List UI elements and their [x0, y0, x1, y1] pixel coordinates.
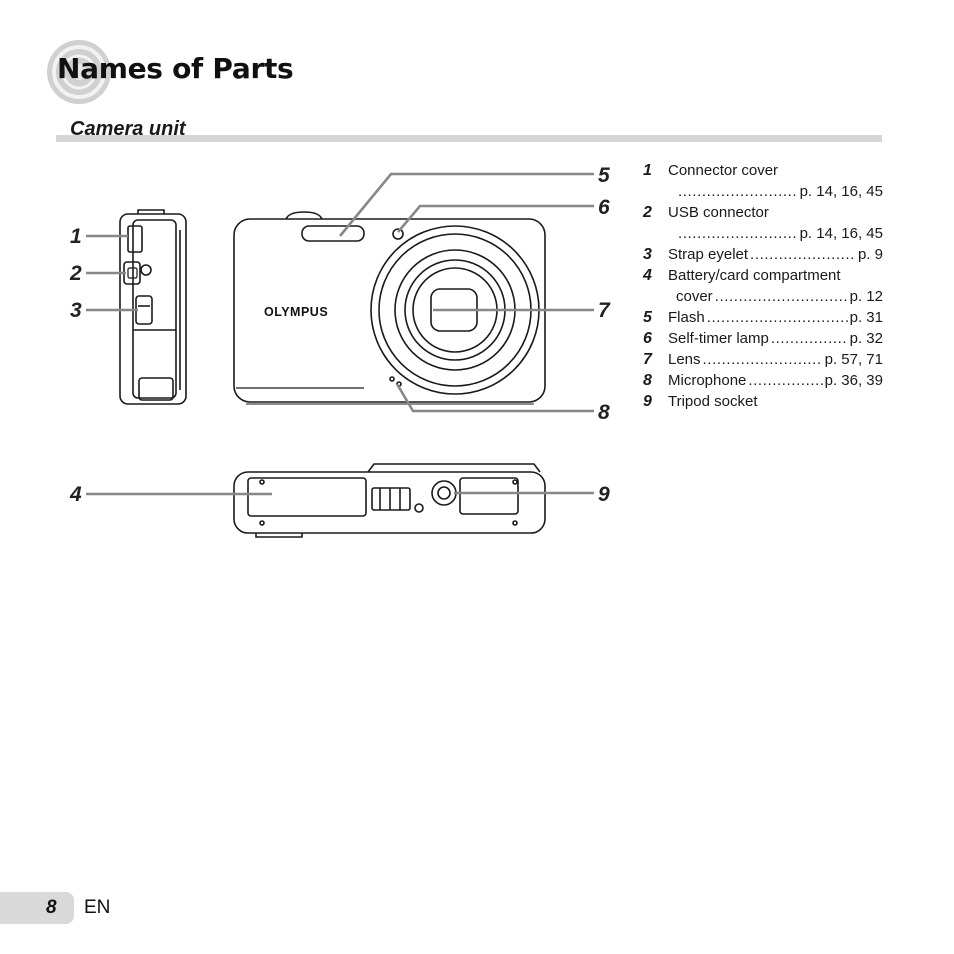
part-label-continued: cover	[676, 288, 713, 305]
part-label: USB connector	[668, 204, 769, 221]
page-tab	[0, 892, 74, 924]
leader-dots	[678, 223, 798, 244]
page-reference: p. 9	[857, 246, 883, 263]
part-number: 3	[643, 246, 652, 263]
part-number: 8	[643, 372, 652, 389]
leader-dots	[748, 370, 822, 391]
leader-dots	[750, 244, 856, 265]
section-circle-icon	[47, 40, 111, 104]
part-item-lens: 7 Lens p. 57, 71	[640, 349, 883, 370]
language-code: EN	[84, 897, 111, 918]
page-reference: p. 31	[849, 309, 883, 326]
part-label: Battery/card compartment	[668, 267, 841, 284]
part-item-usb-connector: 2 USB connector p. 14, 16, 45	[640, 202, 883, 244]
callout-2: 2	[69, 262, 82, 285]
leader-dots	[707, 307, 848, 328]
callout-4: 4	[69, 483, 82, 506]
callout-5: 5	[598, 164, 610, 187]
part-number: 4	[643, 267, 652, 284]
page-title: Names of Parts	[57, 52, 294, 85]
leader-line-5	[338, 172, 594, 237]
callout-8: 8	[598, 401, 610, 424]
page-reference: p. 36, 39	[824, 372, 883, 389]
callout-6: 6	[598, 196, 610, 219]
callout-3: 3	[70, 299, 82, 322]
section-heading: Camera unit	[70, 118, 186, 140]
part-item-microphone: 8 Microphone p. 36, 39	[640, 370, 883, 391]
part-number: 1	[643, 162, 652, 179]
part-number: 6	[643, 330, 652, 347]
leader-dots	[771, 328, 848, 349]
camera-side-view	[119, 209, 187, 405]
part-item-flash: 5 Flash p. 31	[640, 307, 883, 328]
callout-7: 7	[598, 299, 611, 322]
part-label: Microphone	[668, 372, 747, 389]
part-item-self-timer-lamp: 6 Self-timer lamp p. 32	[640, 328, 883, 349]
page-reference: p. 14, 16, 45	[799, 225, 883, 242]
page-reference: p. 57, 71	[824, 351, 883, 368]
leader-dots	[703, 349, 823, 370]
camera-bottom-view	[233, 463, 546, 538]
page-reference: p. 32	[849, 330, 883, 347]
page-reference: p. 12	[849, 288, 883, 305]
part-label: Lens	[668, 351, 701, 368]
page-number: 8	[46, 897, 57, 918]
leader-dots	[715, 286, 848, 307]
brand-logo: OLYMPUS	[264, 305, 328, 319]
part-label: Flash	[668, 309, 705, 326]
section-divider	[56, 135, 882, 142]
callout-1: 1	[70, 225, 82, 248]
part-item-battery-card-cover: 4 Battery/card compartment cover p. 12	[640, 265, 883, 307]
leader-line-8	[395, 383, 594, 413]
part-item-tripod-socket: 9 Tripod socket	[640, 391, 883, 412]
callout-9: 9	[598, 483, 610, 506]
parts-list: 1 Connector cover p. 14, 16, 45 2 USB co…	[640, 160, 883, 412]
part-number: 9	[643, 393, 652, 410]
part-label: Self-timer lamp	[668, 330, 769, 347]
part-number: 5	[643, 309, 652, 326]
part-item-strap-eyelet: 3 Strap eyelet p. 9	[640, 244, 883, 265]
part-item-connector-cover: 1 Connector cover p. 14, 16, 45	[640, 160, 883, 202]
camera-diagram: OLYMPUS 1 2 3 4 5 6 7 8 9	[69, 164, 611, 538]
part-label: Strap eyelet	[668, 246, 749, 263]
part-label: Tripod socket	[668, 393, 758, 410]
leader-line-6	[397, 204, 594, 233]
part-number: 2	[643, 204, 652, 221]
leader-dots	[678, 181, 798, 202]
part-label: Connector cover	[668, 162, 779, 179]
page-reference: p. 14, 16, 45	[799, 183, 883, 200]
part-number: 7	[643, 351, 652, 368]
